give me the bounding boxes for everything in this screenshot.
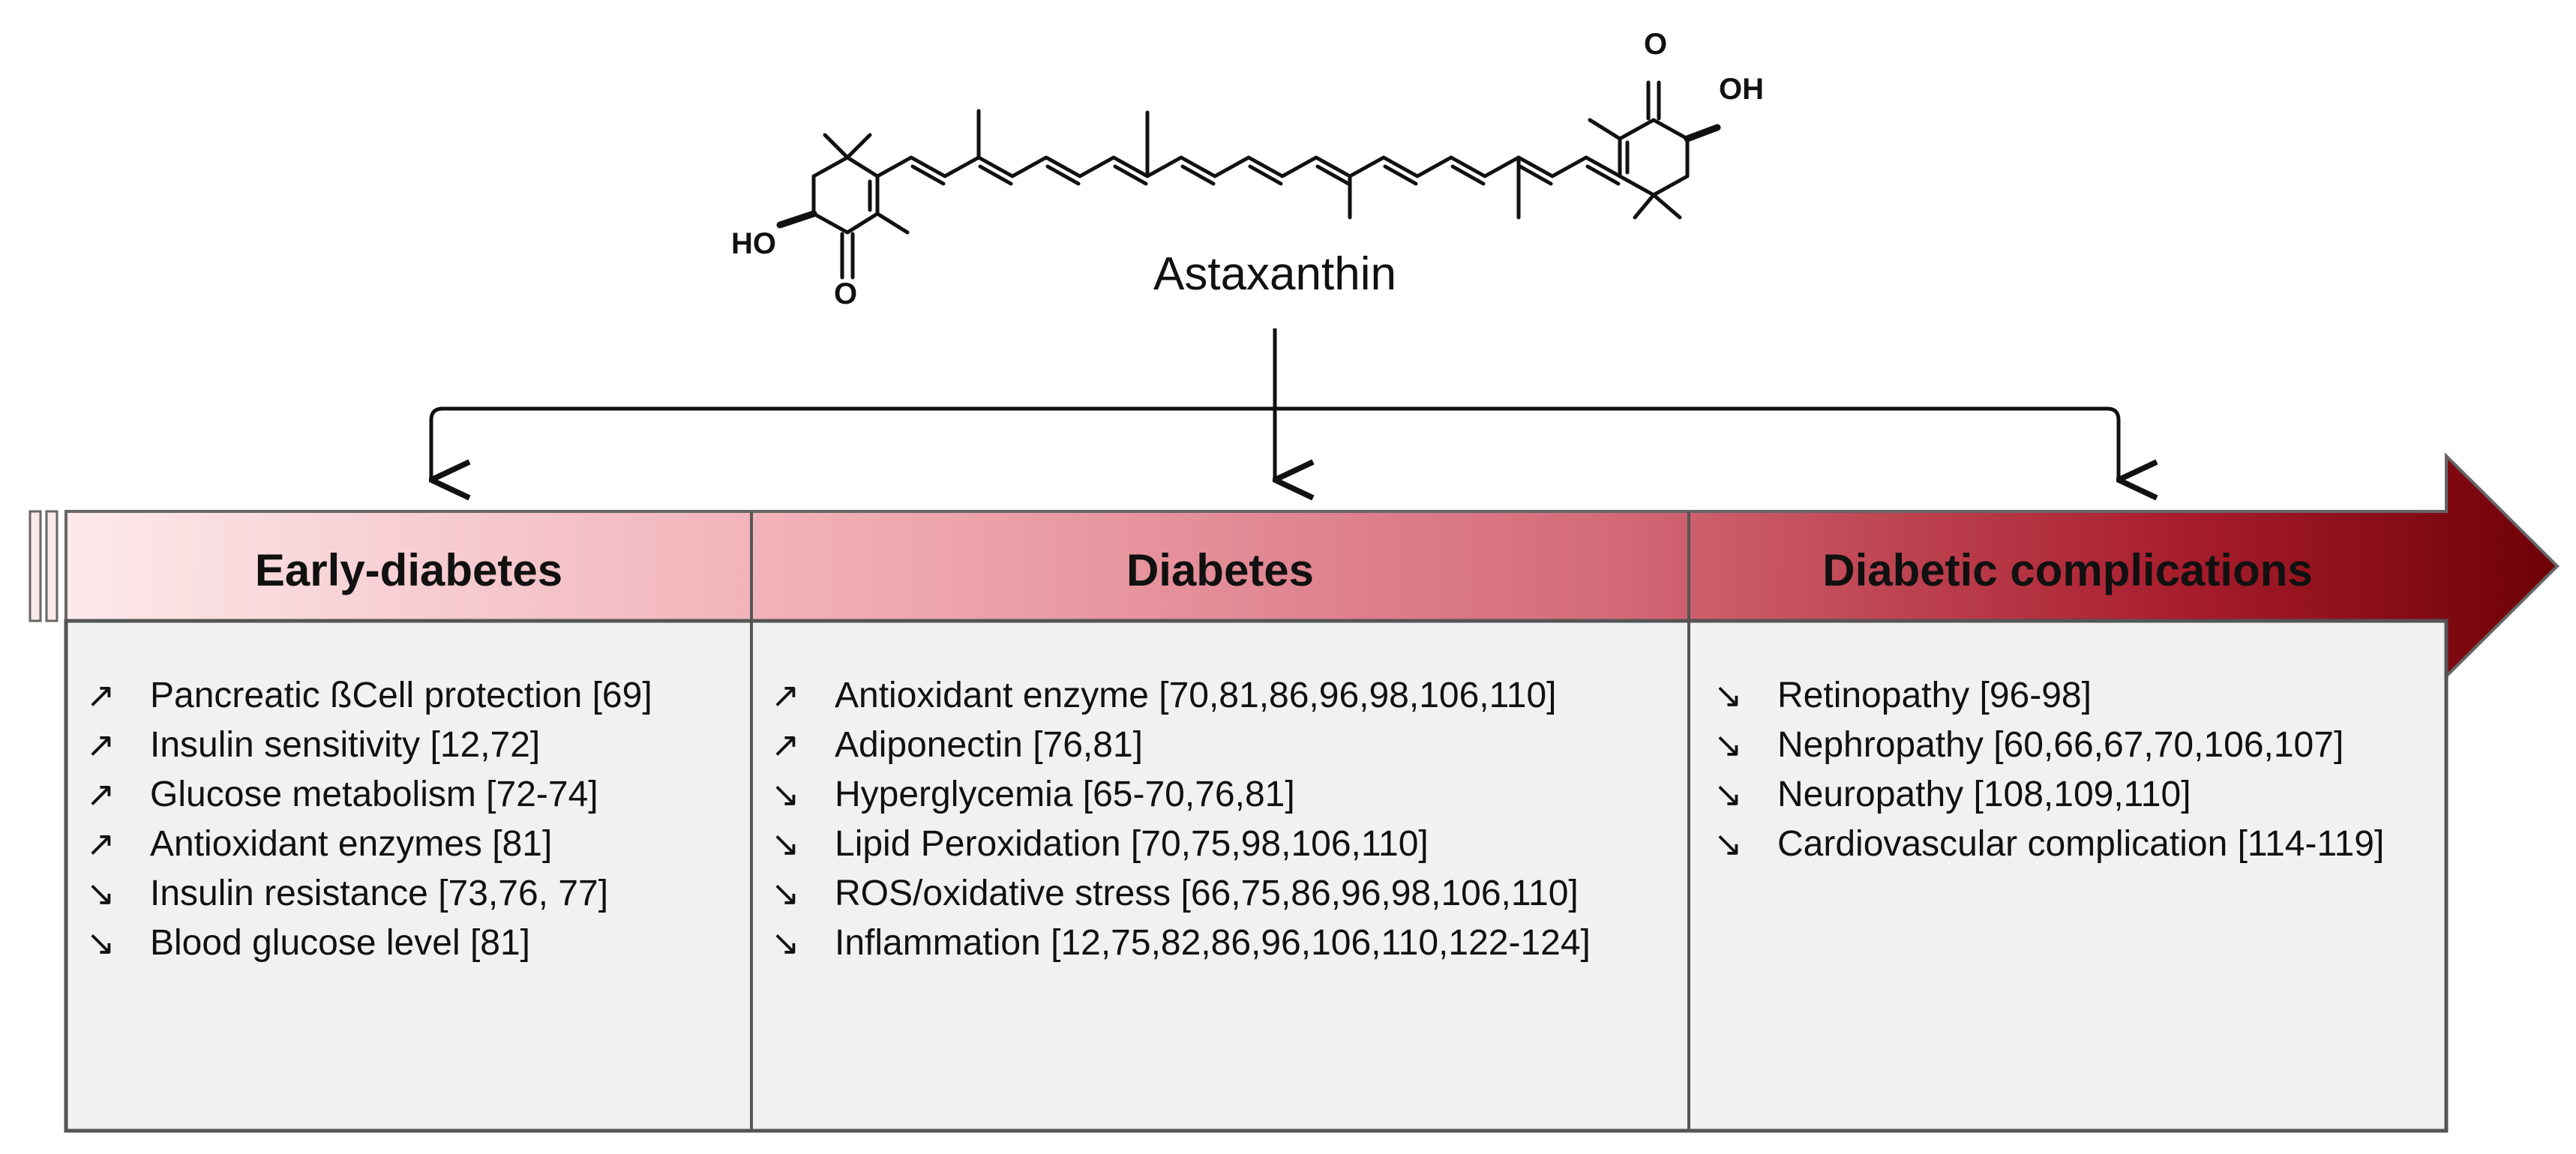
decrease-arrow-icon: ↘ xyxy=(771,873,800,913)
list-item: ↘ Hyperglycemia [65-70,76,81] xyxy=(771,774,1591,823)
item-text: Antioxidant enzymes [81] xyxy=(150,824,553,864)
list-item: ↘ Inflammation [12,75,82,86,96,106,110,12… xyxy=(771,922,1591,972)
decrease-arrow-icon: ↘ xyxy=(1714,675,1743,715)
item-text: Insulin resistance [73,76, 77] xyxy=(150,874,609,913)
item-text: Blood glucose level [81] xyxy=(150,923,530,963)
item-text: Hyperglycemia [65-70,76,81] xyxy=(835,775,1295,814)
diabetes-list: ↗ Antioxidant enzyme [70,81,86,96,98,106,… xyxy=(771,675,1591,972)
astaxanthin-structure xyxy=(776,80,1721,280)
list-item: ↗ Insulin sensitivity [12,72] xyxy=(86,724,652,774)
list-item: ↘ Lipid Peroxidation [70,75,98,106,110] xyxy=(771,823,1591,873)
item-text: Neuropathy [108,109,110] xyxy=(1777,775,2191,814)
item-text: Insulin sensitivity [12,72] xyxy=(150,725,541,765)
item-text: Nephropathy [60,66,67,70,106,107] xyxy=(1777,725,2344,765)
stage-title-diabetes: Diabetes xyxy=(1126,544,1315,595)
decrease-arrow-icon: ↘ xyxy=(1714,823,1743,864)
atom-label-o-bottom: O xyxy=(834,277,857,310)
item-text: Pancreatic ßCell protection [69] xyxy=(150,676,652,715)
diabetic-complications-list: ↘ Retinopathy [96-98] ↘ Nephropathy [60,66… xyxy=(1714,675,2384,873)
item-text: Adiponectin [76,81] xyxy=(835,725,1143,765)
stage-title-early-diabetes: Early-diabetes xyxy=(254,544,563,595)
decrease-arrow-icon: ↘ xyxy=(1714,724,1743,765)
list-item: ↘ Neuropathy [108,109,110] xyxy=(1714,774,2384,823)
connector-arrows xyxy=(431,328,2119,480)
increase-arrow-icon: ↗ xyxy=(86,774,115,814)
item-text: Glucose metabolism [72-74] xyxy=(150,775,598,814)
increase-arrow-icon: ↗ xyxy=(771,675,800,715)
increase-arrow-icon: ↗ xyxy=(86,675,115,715)
decrease-arrow-icon: ↘ xyxy=(771,774,800,814)
atom-label-oh: OH xyxy=(1719,73,1764,106)
list-item: ↗ Adiponectin [76,81] xyxy=(771,724,1591,774)
increase-arrow-icon: ↗ xyxy=(771,724,800,765)
list-item: ↗ Pancreatic ßCell protection [69] xyxy=(86,675,652,724)
list-item: ↗ Antioxidant enzymes [81] xyxy=(86,823,652,873)
item-text: Lipid Peroxidation [70,75,98,106,110] xyxy=(835,824,1429,864)
atom-label-ho: HO xyxy=(731,227,776,260)
list-item: ↘ ROS/oxidative stress [66,75,86,96,98,10… xyxy=(771,873,1591,922)
list-item: ↘ Retinopathy [96-98] xyxy=(1714,675,2384,724)
item-text: Cardiovascular complication [114-119] xyxy=(1777,824,2385,864)
list-item: ↗ Glucose metabolism [72-74] xyxy=(86,774,652,823)
molecule-name: Astaxanthin xyxy=(1153,248,1396,300)
list-item: ↘ Cardiovascular complication [114-119] xyxy=(1714,823,2384,873)
increase-arrow-icon: ↗ xyxy=(86,823,115,864)
content-panel xyxy=(64,511,2449,1133)
list-item: ↗ Antioxidant enzyme [70,81,86,96,98,106,… xyxy=(771,675,1591,724)
list-item: ↘ Blood glucose level [81] xyxy=(86,922,652,972)
increase-arrow-icon: ↗ xyxy=(86,724,115,765)
decrease-arrow-icon: ↘ xyxy=(86,873,115,913)
decrease-arrow-icon: ↘ xyxy=(771,922,800,963)
decrease-arrow-icon: ↘ xyxy=(86,922,115,963)
item-text: Inflammation [12,75,82,86,96,106,110,122… xyxy=(835,923,1591,963)
decrease-arrow-icon: ↘ xyxy=(1714,774,1743,814)
item-text: Antioxidant enzyme [70,81,86,96,98,106,1… xyxy=(835,676,1557,715)
atom-labels: O OH HO O xyxy=(731,28,1764,310)
branch-line xyxy=(429,406,2121,480)
list-item: ↘ Insulin resistance [73,76, 77] xyxy=(86,873,652,922)
early-diabetes-list: ↗ Pancreatic ßCell protection [69] ↗ Insul… xyxy=(86,675,652,972)
item-text: Retinopathy [96-98] xyxy=(1777,676,2092,715)
decrease-arrow-icon: ↘ xyxy=(771,823,800,864)
list-item: ↘ Nephropathy [60,66,67,70,106,107] xyxy=(1714,724,2384,774)
atom-label-o-top: O xyxy=(1644,28,1667,61)
item-text: ROS/oxidative stress [66,75,86,96,98,106… xyxy=(835,874,1579,913)
stage-title-diabetic-complications: Diabetic complications xyxy=(1822,544,2313,595)
